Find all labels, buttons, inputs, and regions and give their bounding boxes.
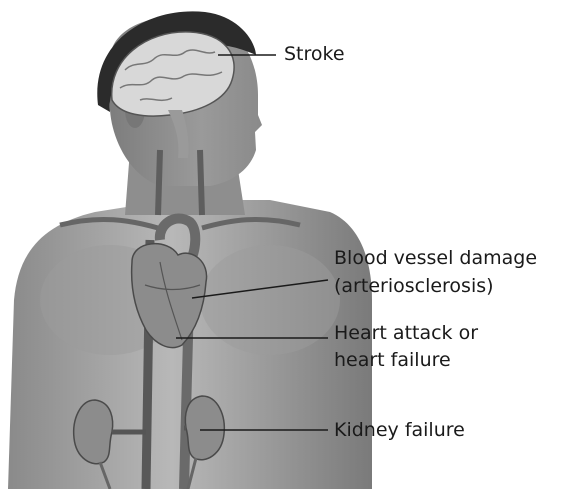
heart-attack-label: Heart attack or (334, 321, 478, 345)
kidney-failure-label: Kidney failure (334, 418, 465, 442)
arteriosclerosis-label: (arteriosclerosis) (334, 274, 494, 298)
stroke-label: Stroke (284, 42, 345, 66)
heart-failure-label: heart failure (334, 348, 451, 372)
blood-vessel-damage-label: Blood vessel damage (334, 246, 537, 270)
right-kidney (185, 396, 224, 460)
left-kidney (74, 400, 113, 464)
